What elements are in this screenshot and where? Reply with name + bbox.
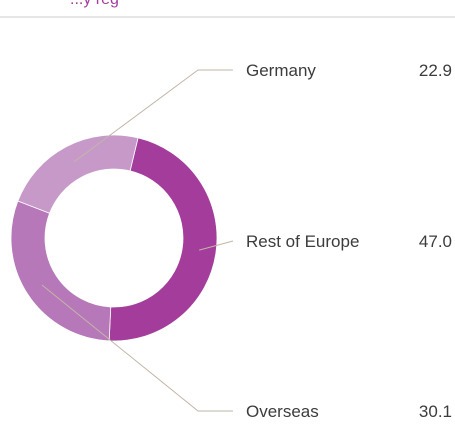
leader-line-overseas	[41, 284, 233, 412]
slice-value-rest-of-europe: 47.0	[419, 232, 452, 251]
slice-label-overseas: Overseas	[246, 402, 319, 421]
slice-germany	[17, 134, 139, 214]
leader-lines	[41, 69, 234, 412]
slice-value-overseas: 30.1	[419, 402, 452, 421]
slice-value-germany: 22.9	[419, 61, 452, 80]
donut-slices	[10, 134, 218, 342]
slice-label-germany: Germany	[246, 61, 316, 80]
chart-title-fragment: ...y reg	[70, 0, 119, 8]
slice-label-rest-of-europe: Rest of Europe	[246, 232, 359, 251]
leader-line-germany	[73, 69, 233, 163]
leader-line-rest-of-europe	[199, 240, 234, 251]
slice-overseas	[10, 200, 112, 342]
slice-rest-of-europe	[108, 137, 218, 342]
